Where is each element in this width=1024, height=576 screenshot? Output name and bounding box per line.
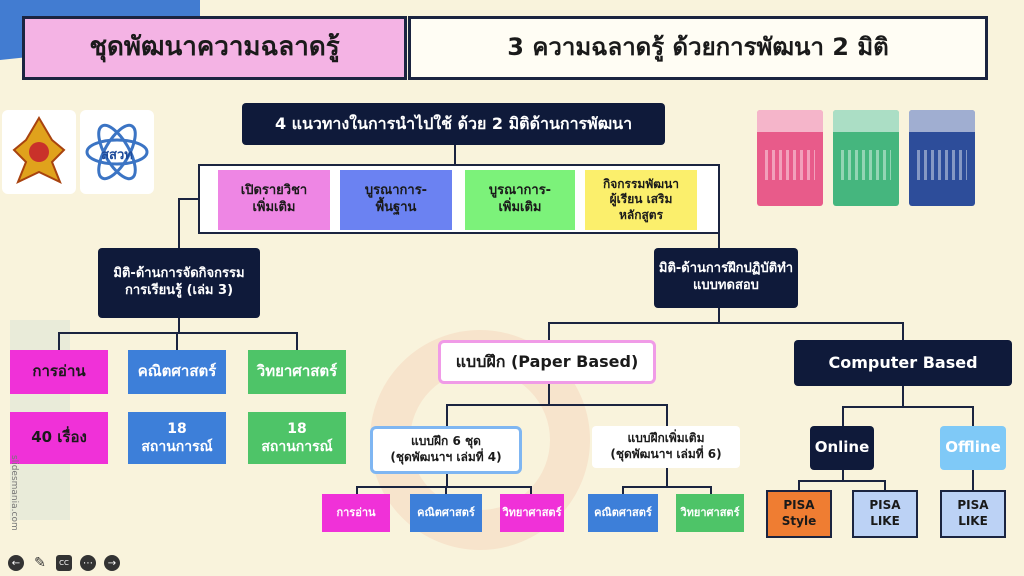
- root-approach-box: 4 แนวทางในการนำไปใช้ ด้วย 2 มิติด้านการพ…: [242, 103, 665, 145]
- book-cover-thumbnail: [833, 110, 899, 206]
- offline-box: Offline: [940, 426, 1006, 470]
- next-slide-icon[interactable]: →: [104, 555, 120, 571]
- approaches-strip: เปิดรายวิชา เพิ่มเติม บูรณาการ- พื้นฐาน …: [198, 164, 720, 234]
- paper-based-box: แบบฝึก (Paper Based): [438, 340, 656, 384]
- header-left-title: ชุดพัฒนาความฉลาดรู้: [22, 16, 407, 80]
- dimension-test-practice: มิติ-ด้านการฝึกปฏิบัติทำ แบบทดสอบ: [654, 248, 798, 308]
- approach-integrate-core: บูรณาการ- พื้นฐาน: [340, 170, 452, 230]
- header-right-title: 3 ความฉลาดรู้ ด้วยการพัฒนา 2 มิติ: [408, 16, 988, 80]
- book-cover-thumbnail: [757, 110, 823, 206]
- previous-slide-icon[interactable]: ←: [8, 555, 24, 571]
- ipst-logo-text: สสวท: [101, 148, 133, 163]
- online-pisa-like: PISA LIKE: [852, 490, 918, 538]
- practice-extra: แบบฝึกเพิ่มเติม (ชุดพัฒนาฯ เล่มที่ 6): [592, 426, 740, 468]
- subject-reading-count: 40 เรื่อง: [10, 412, 108, 464]
- subject-science-count: 18 สถานการณ์: [248, 412, 346, 464]
- book-cover-thumbnail: [909, 110, 975, 206]
- pen-icon[interactable]: ✎: [34, 555, 46, 571]
- extra-science: วิทยาศาสตร์: [676, 494, 744, 532]
- subject-reading: การอ่าน: [10, 350, 108, 394]
- subject-science: วิทยาศาสตร์: [248, 350, 346, 394]
- set6-math: คณิตศาสตร์: [410, 494, 482, 532]
- computer-based-box: Computer Based: [794, 340, 1012, 386]
- practice-set-6: แบบฝึก 6 ชุด (ชุดพัฒนาฯ เล่มที่ 4): [370, 426, 522, 474]
- approach-learner-activity: กิจกรรมพัฒนา ผู้เรียน เสริม หลักสูตร: [585, 170, 697, 230]
- set6-reading: การอ่าน: [322, 494, 390, 532]
- set6-science: วิทยาศาสตร์: [500, 494, 564, 532]
- more-options-icon[interactable]: ⋯: [80, 555, 96, 571]
- dimension-learning-activity: มิติ-ด้านการจัดกิจกรรม การเรียนรู้ (เล่ม…: [98, 248, 260, 318]
- approach-open-elective: เปิดรายวิชา เพิ่มเติม: [218, 170, 330, 230]
- online-box: Online: [810, 426, 874, 470]
- obec-logo: [2, 110, 76, 194]
- approach-integrate-additional: บูรณาการ- เพิ่มเติม: [465, 170, 575, 230]
- captions-icon[interactable]: CC: [56, 555, 72, 571]
- subject-math-count: 18 สถานการณ์: [128, 412, 226, 464]
- subject-math: คณิตศาสตร์: [128, 350, 226, 394]
- extra-math: คณิตศาสตร์: [588, 494, 658, 532]
- watermark-text: slidesmania.com: [9, 455, 19, 531]
- offline-pisa-like: PISA LIKE: [940, 490, 1006, 538]
- ipst-logo: สสวท: [80, 110, 154, 194]
- online-pisa-style: PISA Style: [766, 490, 832, 538]
